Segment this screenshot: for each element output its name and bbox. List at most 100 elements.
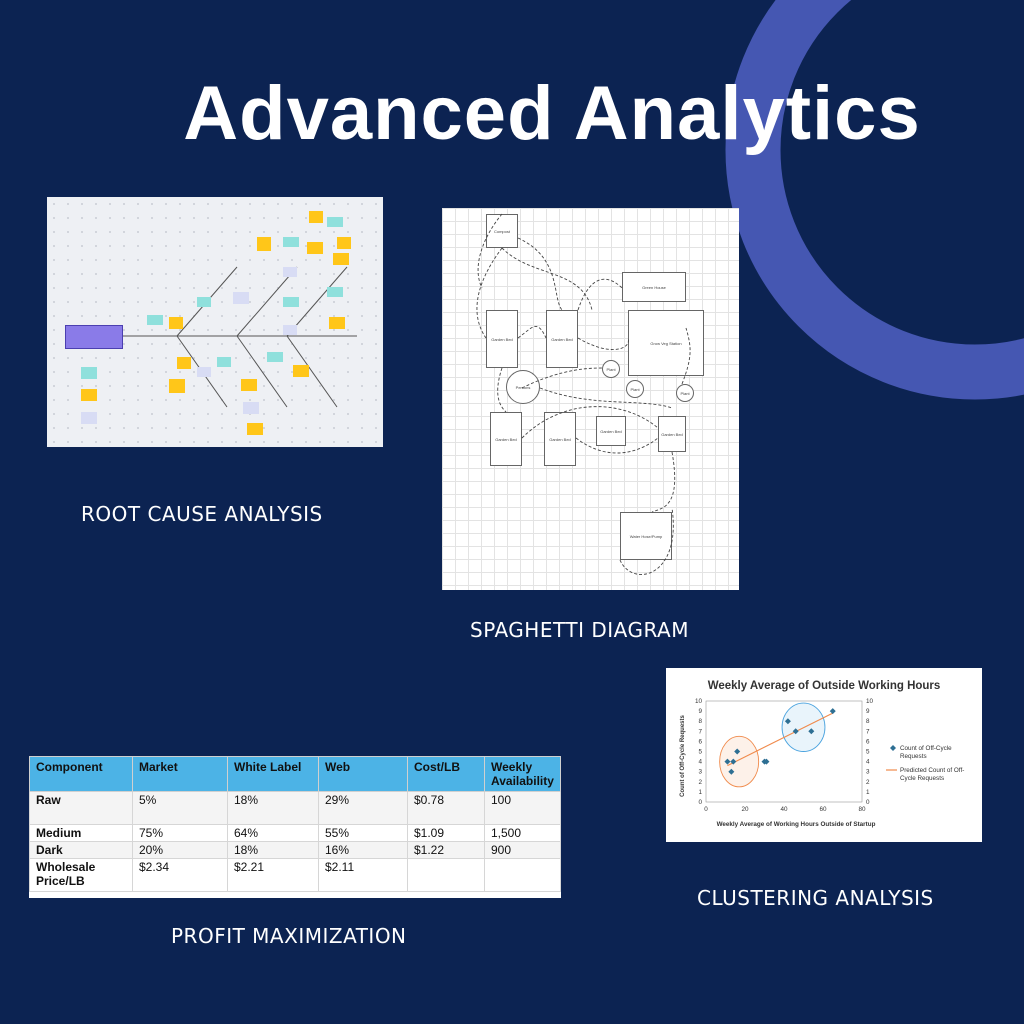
y2-tick-label: 5 (866, 749, 870, 756)
table-cell: 20% (132, 841, 228, 859)
y-tick-label: 0 (698, 799, 702, 806)
x-tick-label: 40 (780, 806, 788, 813)
data-point (792, 728, 799, 735)
data-point (734, 748, 741, 755)
data-point (808, 728, 815, 735)
legend-marker (890, 745, 896, 751)
table-row: Dark 20% 18% 16% $1.22 900 (29, 841, 561, 859)
y-tick-label: 1 (698, 789, 702, 796)
data-point (730, 758, 737, 765)
table-cell: Wholesale Price/LB (29, 858, 133, 892)
plot-area (705, 700, 863, 803)
chart-svg: Weekly Average of Outside Working Hours … (680, 680, 964, 828)
table-cell: 75% (132, 824, 228, 842)
table-row: Medium 75% 64% 55% $1.09 1,500 (29, 824, 561, 842)
path-lines (476, 213, 691, 575)
y-tick-label: 6 (698, 738, 702, 745)
garden-bed-node: Garden Bed (546, 310, 578, 368)
spaghetti-diagram: Compost Garden Bed Garden Bed Green Hous… (442, 208, 739, 590)
data-point (724, 758, 731, 765)
x-tick-label: 0 (704, 806, 708, 813)
table-cell (484, 858, 561, 892)
chart-ylabel: Count of Off-Cycle Requests (680, 715, 686, 797)
data-point (728, 768, 735, 775)
garden-bed-node: Garden Bed (658, 416, 686, 452)
y2-tick-label: 0 (866, 799, 870, 806)
table-cell: 16% (318, 841, 408, 859)
data-point (763, 758, 770, 765)
table-cell: $1.09 (407, 824, 485, 842)
table-header-cell: Cost/LB (407, 756, 485, 792)
clustering-chart: Weekly Average of Outside Working Hours … (666, 668, 982, 842)
plant-node: Plant (626, 380, 644, 398)
table-cell: $0.78 (407, 791, 485, 825)
page-title: Advanced Analytics (183, 71, 921, 156)
table-cell: 29% (318, 791, 408, 825)
table-cell: 64% (227, 824, 319, 842)
table-cell: $2.11 (318, 858, 408, 892)
table-cell: Dark (29, 841, 133, 859)
table-cell: 55% (318, 824, 408, 842)
data-point (829, 708, 836, 715)
y2-tick-label: 7 (866, 728, 870, 735)
y2-tick-label: 4 (866, 759, 870, 766)
clustering-caption: CLUSTERING ANALYSIS (697, 886, 934, 910)
chart-caption-clip (666, 840, 982, 846)
table-header-cell: Web (318, 756, 408, 792)
table-cell: 900 (484, 841, 561, 859)
y2-tick-label: 6 (866, 738, 870, 745)
table-cell: 18% (227, 841, 319, 859)
x-tick-label: 60 (819, 806, 827, 813)
spaghetti-caption: SPAGHETTI DIAGRAM (470, 618, 689, 642)
y-tick-label: 10 (695, 698, 703, 705)
y-tick-label: 8 (698, 718, 702, 725)
x-tick-label: 80 (858, 806, 866, 813)
y-tick-label: 2 (698, 779, 702, 786)
table-cell: Raw (29, 791, 133, 825)
y-tick-label: 7 (698, 728, 702, 735)
grow-station-node: Grow Veg Station (628, 310, 704, 376)
garden-bed-node: Garden Bed (490, 412, 522, 466)
fishbone-lines (81, 211, 357, 435)
root-cause-caption: ROOT CAUSE ANALYSIS (81, 502, 323, 526)
trend-line (727, 712, 833, 767)
root-cause-diagram (47, 197, 383, 447)
legend-trend-label: Predicted Count of Off-Cycle Requests (900, 767, 964, 782)
table-cell: $2.34 (132, 858, 228, 892)
table-cell: 5% (132, 791, 228, 825)
garden-bed-node: Garden Bed (486, 310, 518, 368)
chart-title: Weekly Average of Outside Working Hours (708, 680, 941, 692)
profit-table: Component Market White Label Web Cost/LB… (29, 756, 561, 898)
y-tick-label: 3 (698, 769, 702, 776)
table-header-cell: Market (132, 756, 228, 792)
y2-tick-label: 3 (866, 769, 870, 776)
table-cell: 1,500 (484, 824, 561, 842)
table-cell: 100 (484, 791, 561, 825)
plant-node: Plant (602, 360, 620, 378)
water-pump-node: Water Hose/Pump (620, 512, 672, 560)
table-row: Wholesale Price/LB $2.34 $2.21 $2.11 (29, 858, 561, 892)
plant-node: Plant (676, 384, 694, 402)
y2-tick-label: 8 (866, 718, 870, 725)
y2-tick-label: 1 (866, 789, 870, 796)
cluster-circle (719, 735, 760, 788)
profit-caption: PROFIT MAXIMIZATION (171, 924, 407, 948)
table-cell: $2.21 (227, 858, 319, 892)
fishbone-head (65, 325, 123, 349)
table-cell: $1.22 (407, 841, 485, 859)
chart-xlabel: Weekly Average of Working Hours Outside … (717, 821, 876, 828)
y2-tick-label: 9 (866, 708, 870, 715)
x-tick-label: 20 (741, 806, 749, 813)
table-cell: 18% (227, 791, 319, 825)
y2-tick-label: 2 (866, 779, 870, 786)
table-header-cell: White Label (227, 756, 319, 792)
table-header-cell: Weekly Availability (484, 756, 561, 792)
table-header-cell: Component (29, 756, 133, 792)
green-house-node: Green House (622, 272, 686, 302)
person-node: Persons (506, 370, 540, 404)
table-cell: Medium (29, 824, 133, 842)
y-tick-label: 9 (698, 708, 702, 715)
